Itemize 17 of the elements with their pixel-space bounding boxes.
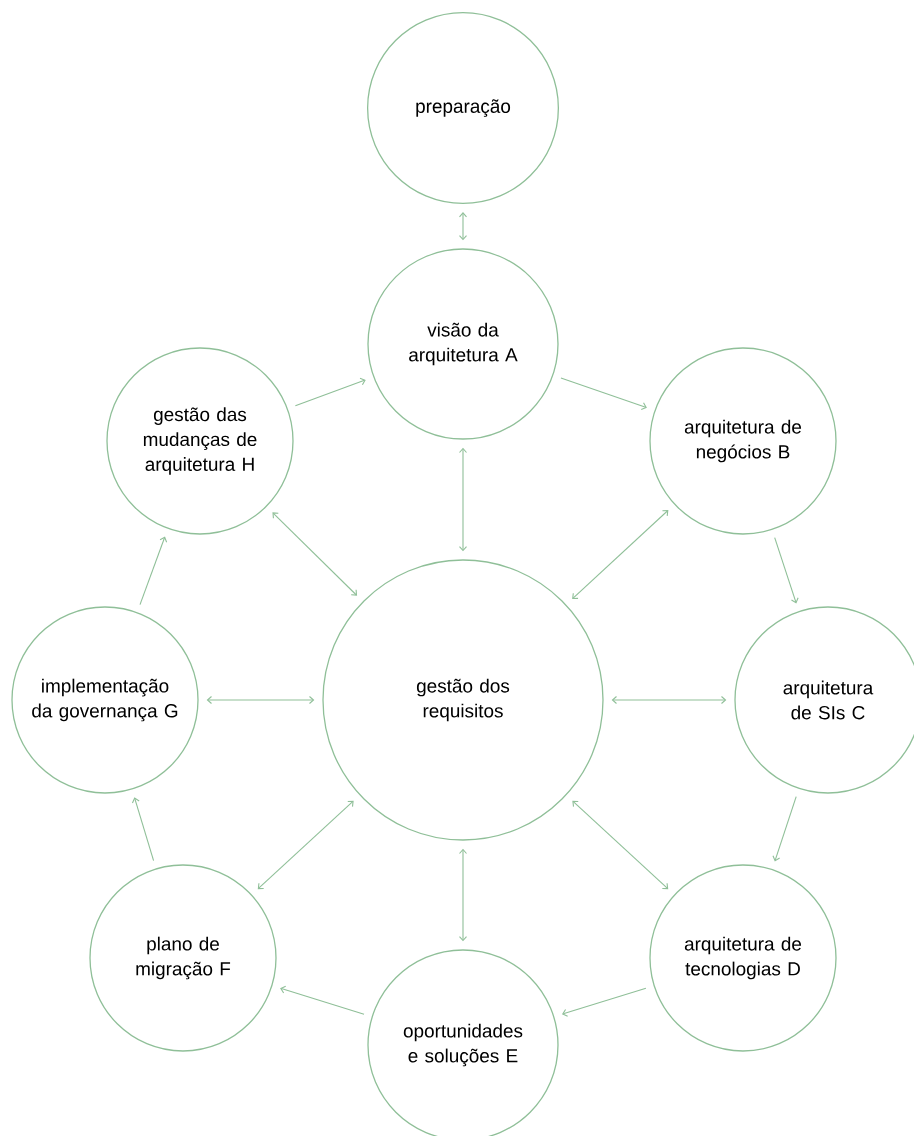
arrow — [257, 800, 354, 890]
arrow — [294, 377, 366, 407]
arrow — [561, 987, 647, 1017]
arrow — [774, 537, 799, 604]
arrow — [611, 695, 727, 705]
arrow — [206, 695, 315, 705]
arrow — [572, 510, 669, 600]
arrow — [458, 848, 468, 942]
arrow — [272, 512, 358, 596]
arrow — [280, 985, 365, 1015]
arrow — [458, 447, 468, 552]
arrow — [772, 796, 797, 862]
arrow — [560, 377, 647, 410]
arrow — [139, 536, 168, 606]
arrow — [131, 797, 155, 862]
arrow — [572, 800, 669, 890]
arrow — [458, 212, 468, 241]
